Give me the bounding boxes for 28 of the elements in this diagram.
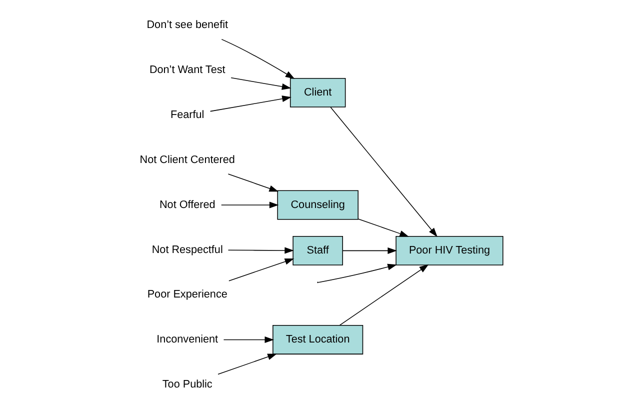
arrow <box>330 106 437 238</box>
arrow <box>217 354 276 375</box>
node-text: Not Respectful <box>151 244 222 256</box>
node-text: Not Offered <box>158 198 215 211</box>
arrow <box>209 96 291 112</box>
arrow <box>318 264 396 283</box>
arrow <box>230 77 291 90</box>
node-text: Too Public <box>162 378 212 391</box>
arrow <box>222 336 274 343</box>
arrow <box>342 247 396 254</box>
arrow <box>220 202 278 208</box>
node-box: Test Location <box>272 325 363 354</box>
arrow <box>220 38 294 79</box>
node-text: Don’t Want Test <box>148 64 225 76</box>
node-text: Not Client Centered <box>139 154 234 166</box>
node-box: Client <box>289 78 346 108</box>
node-text: Poor Experience <box>146 288 227 301</box>
arrow <box>338 264 428 326</box>
node-text: Don’t see benefit <box>146 19 228 32</box>
arrow <box>227 174 278 192</box>
node-box: Staff <box>292 236 342 266</box>
node-text: Inconvenient <box>156 334 218 346</box>
node-box: Counseling <box>276 190 358 220</box>
arrow <box>228 258 294 282</box>
node-text: Fearful <box>170 109 204 122</box>
node-box: Poor HIV Testing <box>395 236 503 266</box>
arrow <box>227 247 294 254</box>
arrow <box>357 218 408 237</box>
